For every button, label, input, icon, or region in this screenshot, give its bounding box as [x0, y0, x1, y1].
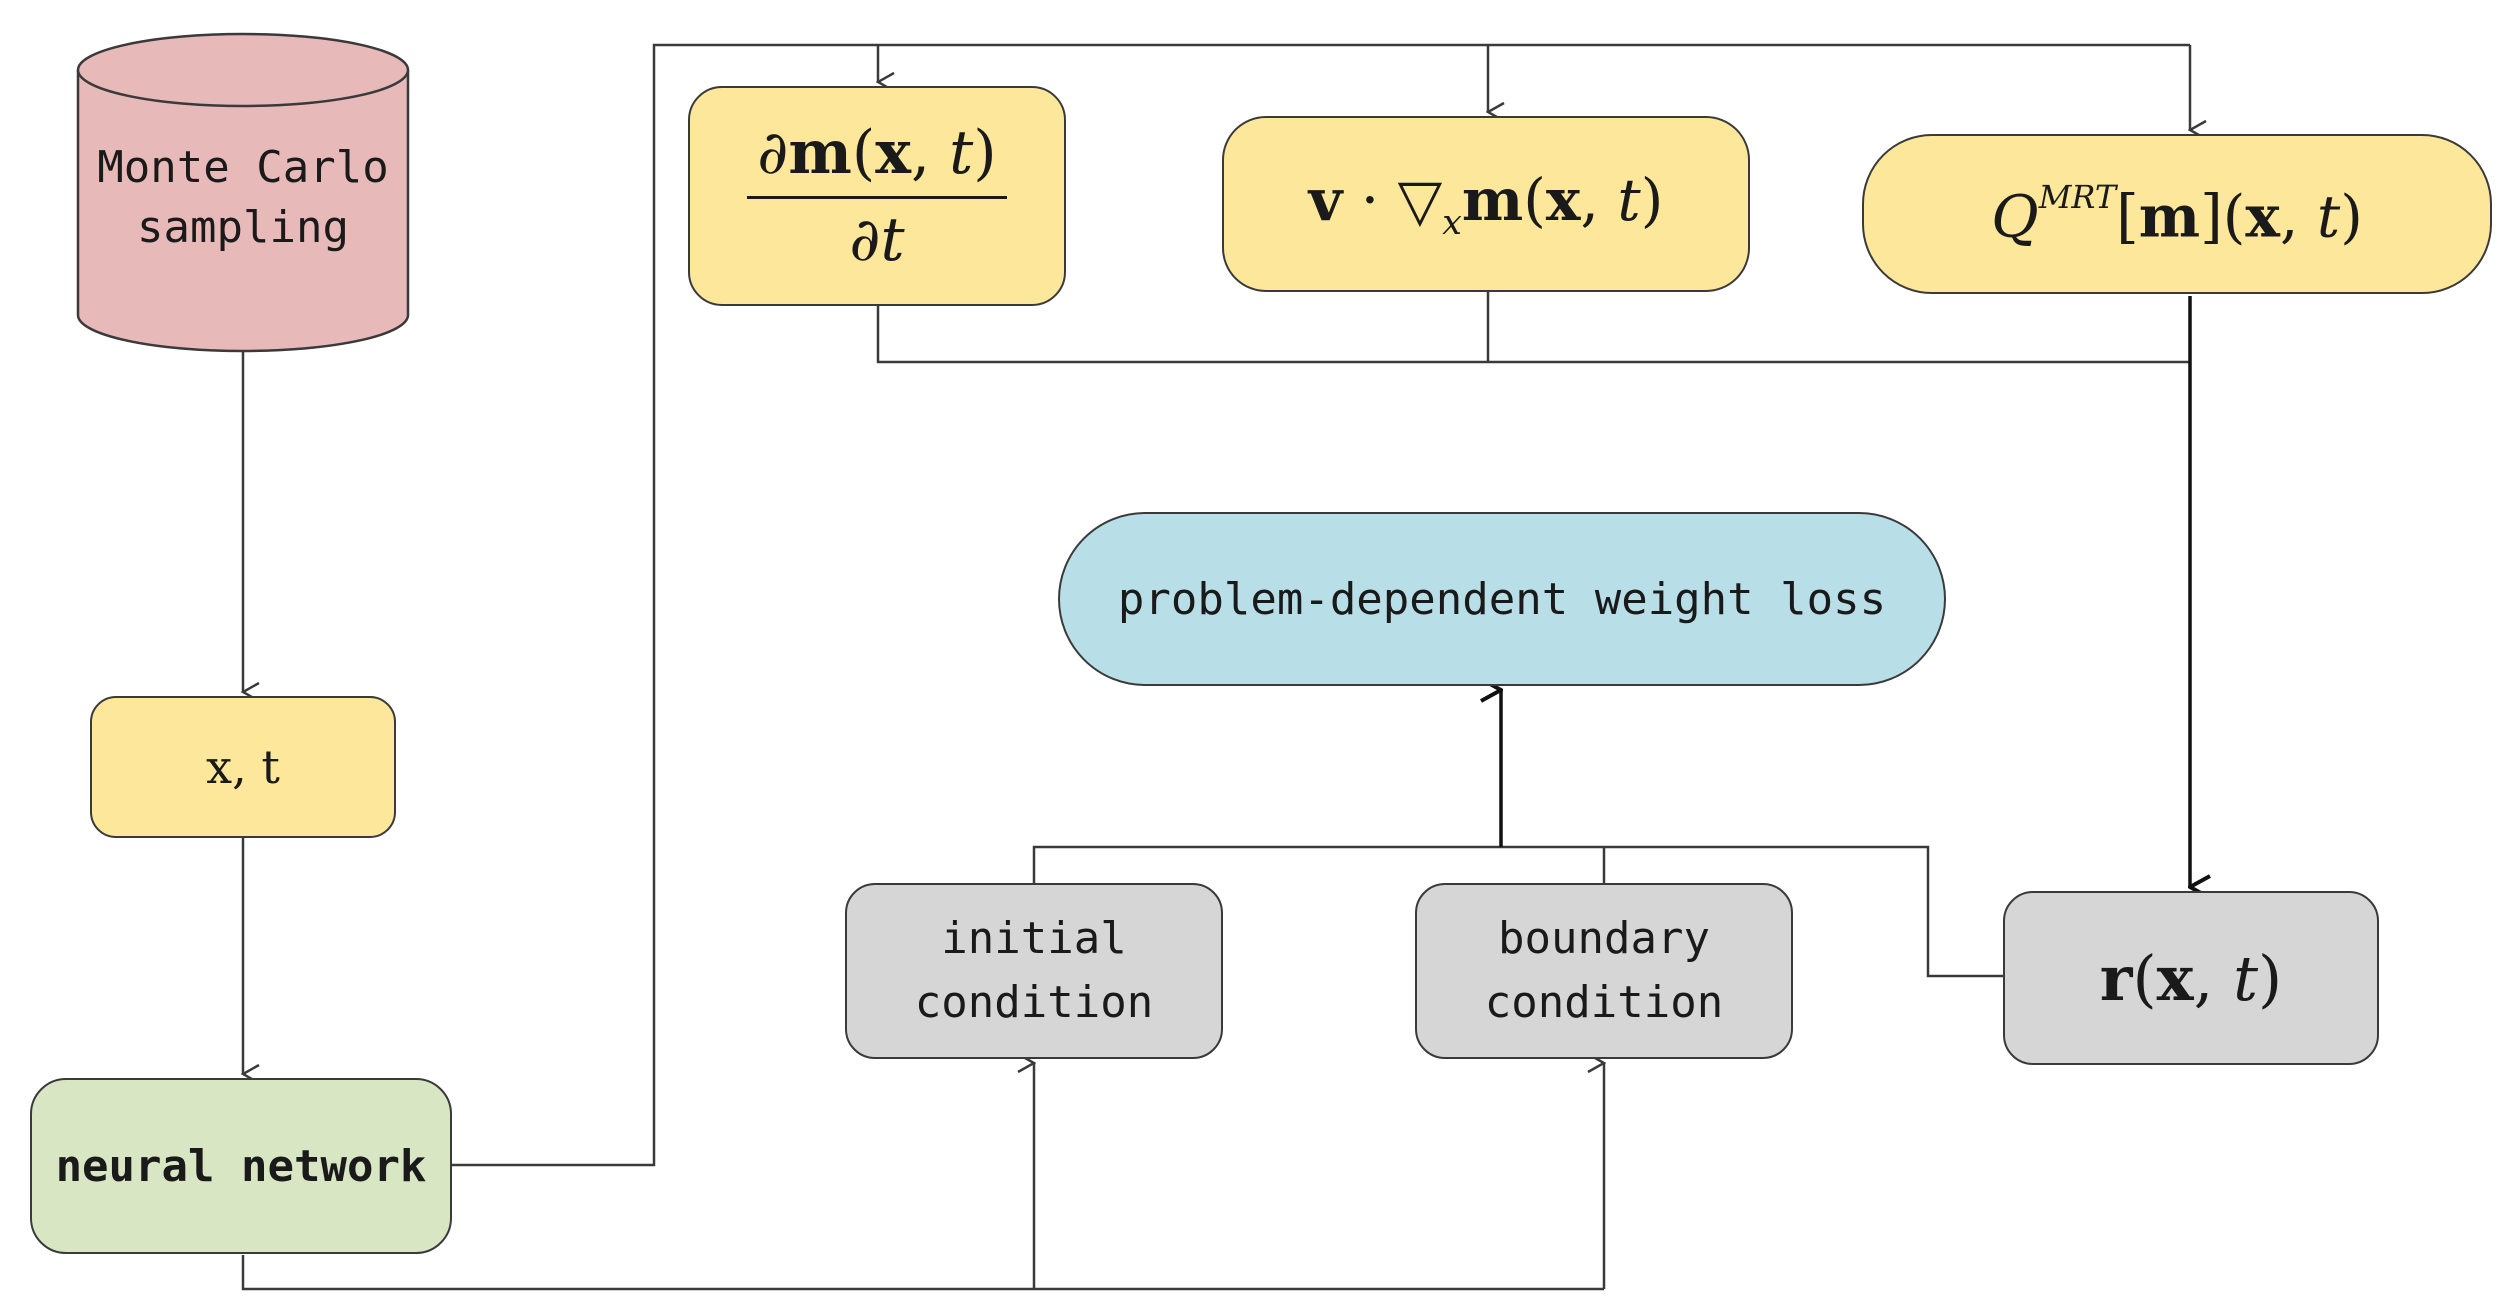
neural-network-node: neural network [30, 1078, 452, 1254]
monte-carlo-cylinder [76, 32, 410, 353]
loss-node: problem-dependent weight loss [1058, 512, 1946, 686]
initial-condition-node: initial condition [845, 883, 1223, 1059]
boundary-condition-node: boundary condition [1415, 883, 1793, 1059]
monte-carlo-label: Monte Carlo sampling [97, 141, 389, 253]
connector-conditions-to-loss [1032, 845, 2003, 978]
connector-network-to-conditions [241, 1255, 1604, 1291]
advection-node: v · ▽xm(x, t) [1222, 116, 1750, 292]
residual-formula: r(x, t) [2099, 941, 2283, 1015]
collision-node: QMRT[m](x, t) [1862, 134, 2492, 294]
advection-formula: v · ▽xm(x, t) [1308, 165, 1664, 243]
input-xt-node: x, t [90, 696, 396, 838]
time-derivative-formula: ∂m(x, t) ∂t [747, 118, 1007, 275]
input-xt-label: x, t [206, 740, 280, 794]
connector-derivatives-bus [876, 306, 2190, 364]
residual-node: r(x, t) [2003, 891, 2379, 1065]
loss-label: problem-dependent weight loss [1117, 573, 1887, 625]
connector-network-to-derivatives [452, 43, 2190, 1167]
neural-network-label: neural network [55, 1140, 427, 1192]
time-derivative-node: ∂m(x, t) ∂t [688, 86, 1066, 306]
collision-formula: QMRT[m](x, t) [1991, 177, 2363, 251]
